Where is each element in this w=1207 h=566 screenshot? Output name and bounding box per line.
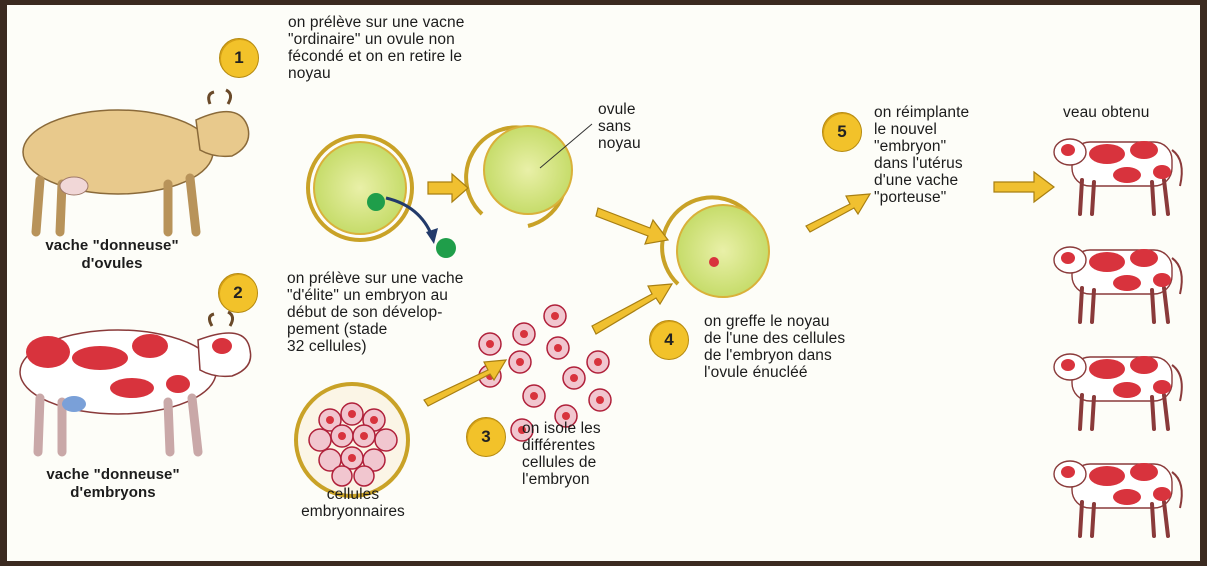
- arrow-1: [428, 174, 468, 202]
- step-2-text: on prélève sur une vache "d'élite" un em…: [287, 270, 463, 355]
- ovule-without-nucleus: [466, 124, 592, 226]
- calf-icon: [1054, 247, 1182, 322]
- ovule-donor-label: vache "donneuse" d'ovules: [22, 237, 202, 273]
- reconstructed-ovule: [662, 197, 769, 297]
- embryo-donor-label: vache "donneuse" d'embryons: [16, 466, 210, 502]
- step-4-text: on greffe le noyau de l'une des cellules…: [704, 313, 845, 381]
- step-3-text: on isole les différentes cellules de l'e…: [522, 420, 601, 488]
- step-1-badge: 1: [219, 38, 259, 78]
- step-5-text: on réimplante le nouvel "embryon" dans l…: [874, 104, 969, 206]
- step-4-badge: 4: [649, 320, 689, 360]
- ovule-with-nucleus: [308, 136, 456, 258]
- step-5-badge: 5: [822, 112, 862, 152]
- ovule-no-nucleus-label: ovule sans noyau: [598, 101, 641, 152]
- arrow-5: [806, 194, 870, 232]
- nucleus-icon: [367, 193, 385, 211]
- step-3-badge: 3: [466, 417, 506, 457]
- step-1-text: on prélève sur une vacne "ordinaire" un …: [288, 14, 464, 82]
- calf-icon: [1054, 354, 1182, 429]
- calf-icon: [1054, 461, 1182, 536]
- step-2-badge: 2: [218, 273, 258, 313]
- arrow-6: [994, 172, 1054, 202]
- calf-obtained-label: veau obtenu: [1063, 104, 1149, 121]
- embryonic-cells-label: cellules embryonnaires: [278, 486, 428, 520]
- embryo-32-cells: [296, 384, 408, 496]
- cow-plain-icon: [23, 90, 249, 232]
- calf-icon: [1054, 139, 1182, 214]
- extracted-nucleus-icon: [436, 238, 456, 258]
- cow-spotted-icon: [20, 312, 251, 452]
- arrow-2: [596, 208, 668, 244]
